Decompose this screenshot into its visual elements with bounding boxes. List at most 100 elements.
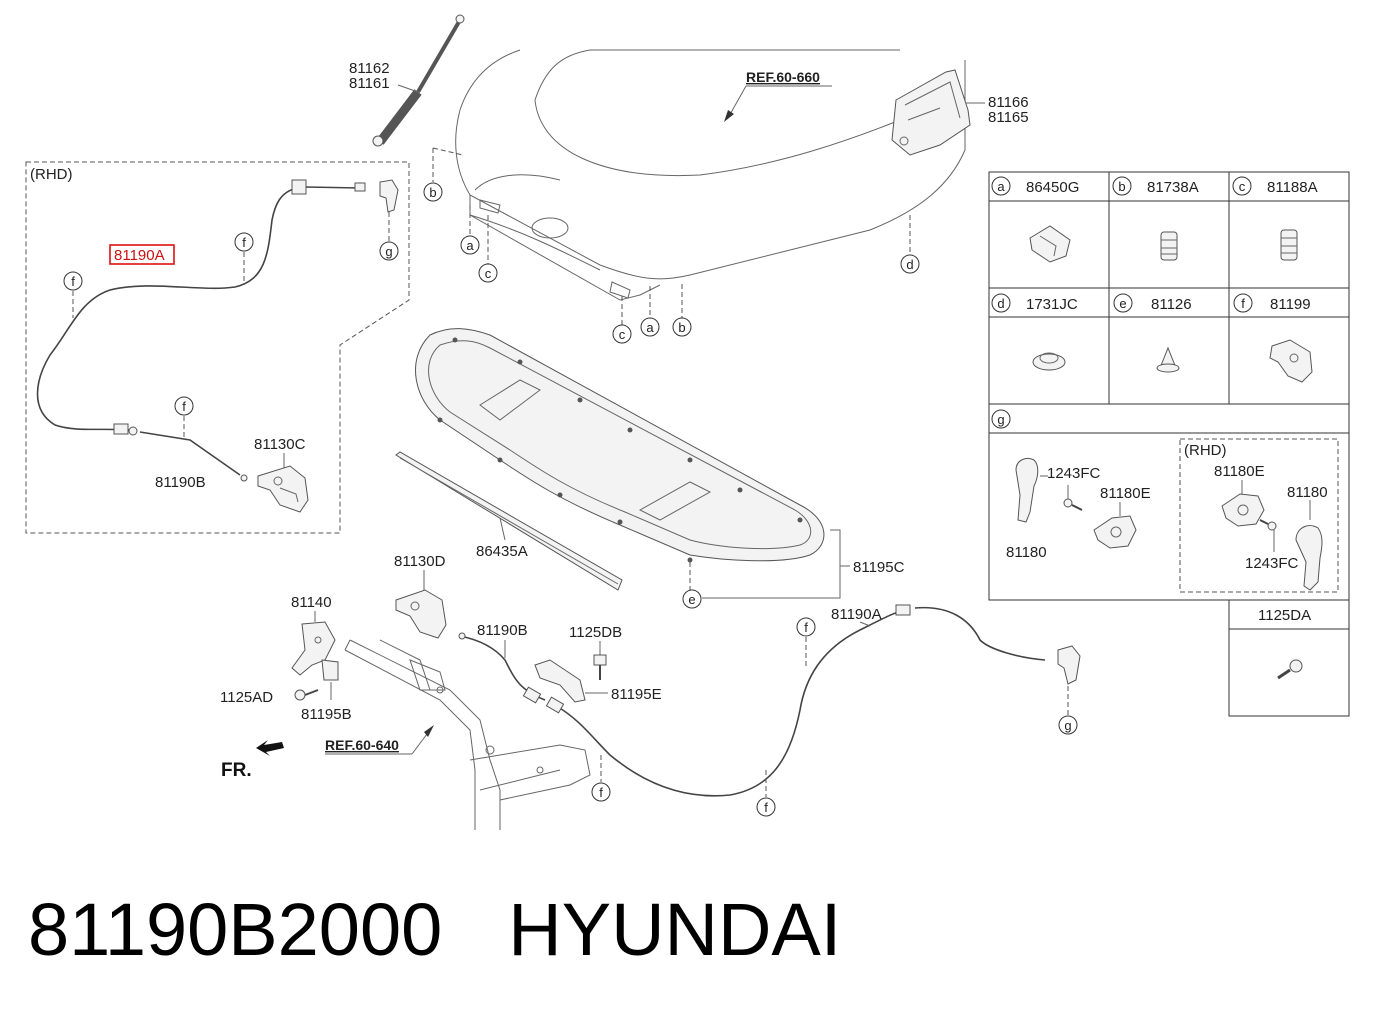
- screw-1243FC-left: [1063, 498, 1083, 511]
- grommet-1731JC-illustration: [1032, 352, 1066, 371]
- label-1125DA: 1125DA: [1258, 607, 1311, 624]
- label-81195C: 81195C: [853, 559, 905, 576]
- hood-lift-strut: [372, 14, 465, 147]
- svg-text:a: a: [646, 320, 654, 335]
- svg-text:f: f: [182, 399, 186, 414]
- ref-60-640: REF.60-640: [325, 737, 399, 753]
- callout-c-top: c: [478, 263, 498, 283]
- clip-81199-illustration: [1269, 339, 1313, 383]
- label-81180E-right: 81180E: [1214, 463, 1265, 480]
- label-86435A: 86435A: [476, 543, 528, 560]
- bolt-1125DB: [593, 654, 607, 680]
- label-81162: 81162: [349, 60, 390, 77]
- callout-f-left-2: f: [63, 271, 83, 291]
- svg-text:81199: 81199: [1270, 296, 1311, 313]
- bezel-81180E-left: [1093, 515, 1137, 549]
- svg-text:g: g: [1064, 718, 1071, 733]
- label-81140: 81140: [291, 594, 332, 611]
- callout-f-bottom-2: f: [591, 782, 611, 802]
- svg-text:e: e: [688, 592, 695, 607]
- cable-end-mid-left: [113, 423, 138, 436]
- callout-f-bottom-1: f: [796, 617, 816, 637]
- legend-cell-a: a 86450G: [991, 176, 1079, 196]
- callout-f-bottom-3: f: [756, 797, 776, 817]
- callout-f-left-1: f: [234, 232, 254, 252]
- callout-g-bottom: g: [1058, 715, 1078, 735]
- legend-cell-e: e 81126: [1113, 293, 1192, 313]
- label-1243FC-right: 1243FC: [1245, 555, 1299, 572]
- cable-end-top-left: [291, 179, 366, 195]
- label-81190A-highlighted: 81190A: [114, 247, 165, 264]
- ref-60-660: REF.60-660: [746, 69, 820, 85]
- callout-b-top: b: [423, 182, 443, 202]
- svg-text:c: c: [619, 327, 626, 342]
- label-81190B-left: 81190B: [155, 474, 206, 491]
- legend-cell-d: d 1731JC: [991, 293, 1078, 313]
- weatherstrip-86435A: [395, 451, 623, 591]
- label-81130D: 81130D: [394, 553, 446, 570]
- hood-insulator-pad: [415, 328, 825, 563]
- front-label: FR.: [221, 760, 252, 781]
- legend-cell-f: f 81199: [1233, 293, 1311, 313]
- clip-81126-illustration: [1156, 346, 1180, 373]
- bolt-1125DA-illustration: [1277, 659, 1303, 680]
- callout-g-left: g: [379, 241, 399, 261]
- svg-text:f: f: [599, 785, 603, 800]
- hood-panel: [455, 49, 966, 301]
- label-81180-right: 81180: [1287, 484, 1328, 501]
- svg-text:c: c: [1239, 179, 1246, 194]
- svg-text:b: b: [1118, 179, 1125, 194]
- svg-text:1731JC: 1731JC: [1026, 296, 1078, 313]
- svg-text:86450G: 86450G: [1026, 179, 1079, 196]
- label-81190B-bottom: 81190B: [477, 622, 528, 639]
- hood-bracket-81166: [891, 69, 971, 156]
- bumper-81738A-illustration: [1160, 231, 1178, 261]
- label-81165: 81165: [988, 109, 1029, 126]
- svg-text:a: a: [997, 179, 1005, 194]
- screw-1243FC-right: [1259, 519, 1277, 531]
- callout-d: d: [900, 254, 920, 274]
- svg-text:c: c: [485, 266, 492, 281]
- svg-text:81126: 81126: [1151, 296, 1192, 313]
- legend-cell-b: b 81738A: [1112, 176, 1199, 196]
- legend-cell-c: c 81188A: [1232, 176, 1318, 196]
- callout-a-top: a: [460, 235, 480, 255]
- callout-f-left-3: f: [174, 396, 194, 416]
- bolt-1125AD: [294, 689, 319, 701]
- parts-legend-table: [988, 171, 1350, 717]
- bumper-81188A-illustration: [1280, 229, 1298, 261]
- svg-text:g: g: [385, 244, 392, 259]
- svg-text:b: b: [678, 320, 685, 335]
- svg-text:f: f: [764, 800, 768, 815]
- callout-c-bottom: c: [612, 324, 632, 344]
- label-81166: 81166: [988, 94, 1029, 111]
- hood-latch-81130D: [395, 589, 447, 639]
- bezel-81180E-right: [1221, 493, 1265, 527]
- part-number: 81190B2000: [28, 888, 443, 971]
- label-81195B: 81195B: [301, 706, 352, 723]
- svg-text:g: g: [997, 412, 1004, 427]
- release-lever-small: [379, 179, 399, 213]
- svg-text:f: f: [804, 620, 808, 635]
- label-81130C: 81130C: [254, 436, 306, 453]
- svg-text:f: f: [1241, 296, 1245, 311]
- svg-text:a: a: [466, 238, 474, 253]
- svg-text:f: f: [71, 274, 75, 289]
- parts-diagram: 81162 81161 REF.60-660 81166 81165 b a: [25, 14, 1350, 830]
- rhd-label-right: (RHD): [1184, 442, 1227, 459]
- label-81190A-bottom: 81190A: [831, 606, 882, 623]
- hood-stay-81140: [291, 621, 336, 676]
- callout-e: e: [682, 589, 702, 609]
- label-1125AD: 1125AD: [220, 689, 273, 706]
- release-lever-bottom: [1057, 645, 1081, 685]
- svg-text:b: b: [429, 185, 436, 200]
- radiator-support-frame: [344, 639, 591, 830]
- svg-text:f: f: [242, 235, 246, 250]
- hood-latch-81130C: [257, 465, 309, 513]
- label-81180E-left: 81180E: [1100, 485, 1151, 502]
- cable-connector-bottom: [522, 604, 911, 714]
- front-direction-arrow: [256, 740, 284, 756]
- label-1243FC-left: 1243FC: [1047, 465, 1101, 482]
- svg-text:d: d: [997, 296, 1004, 311]
